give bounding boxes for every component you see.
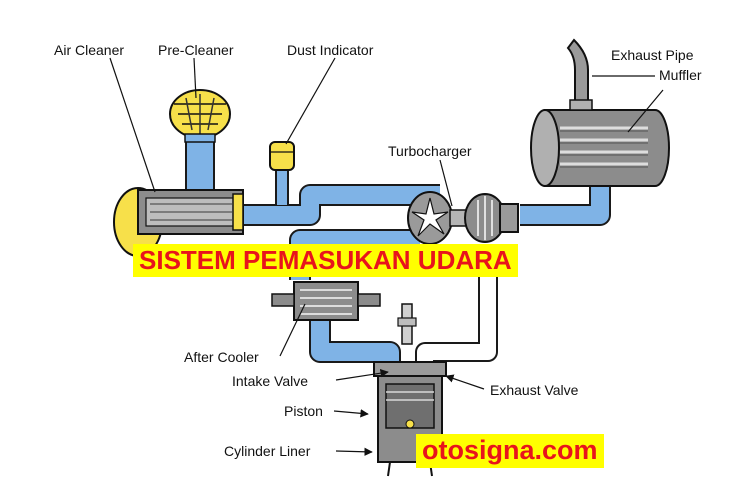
- dust-indicator: [269, 141, 295, 171]
- muffler: [530, 109, 670, 187]
- label-air-cleaner: Air Cleaner: [54, 42, 124, 58]
- air-duct-network: [185, 140, 611, 370]
- after-cooler: [271, 281, 381, 321]
- label-pre-cleaner: Pre-Cleaner: [158, 42, 234, 58]
- title-banner: SISTEM PEMASUKAN UDARA: [133, 244, 518, 277]
- label-muffler: Muffler: [659, 67, 702, 83]
- fuel-injector: [397, 303, 417, 345]
- label-exhaust-pipe: Exhaust Pipe: [611, 47, 694, 63]
- turbocharger: [407, 191, 519, 245]
- label-cylinder-liner: Cylinder Liner: [224, 443, 311, 459]
- label-exhaust-valve: Exhaust Valve: [490, 382, 579, 398]
- watermark-banner: otosigna.com: [416, 434, 604, 468]
- pre-cleaner: [169, 89, 231, 143]
- label-dust-indicator: Dust Indicator: [287, 42, 374, 58]
- exhaust-pipe: [566, 38, 593, 111]
- component-labels: Air Cleaner Pre-Cleaner Dust Indicator T…: [54, 42, 702, 459]
- leader-lines: [109, 57, 664, 456]
- label-intake-valve: Intake Valve: [232, 373, 308, 389]
- label-piston: Piston: [284, 403, 323, 419]
- label-after-cooler: After Cooler: [184, 349, 259, 365]
- label-turbocharger: Turbocharger: [388, 143, 472, 159]
- air-cleaner: [113, 187, 244, 257]
